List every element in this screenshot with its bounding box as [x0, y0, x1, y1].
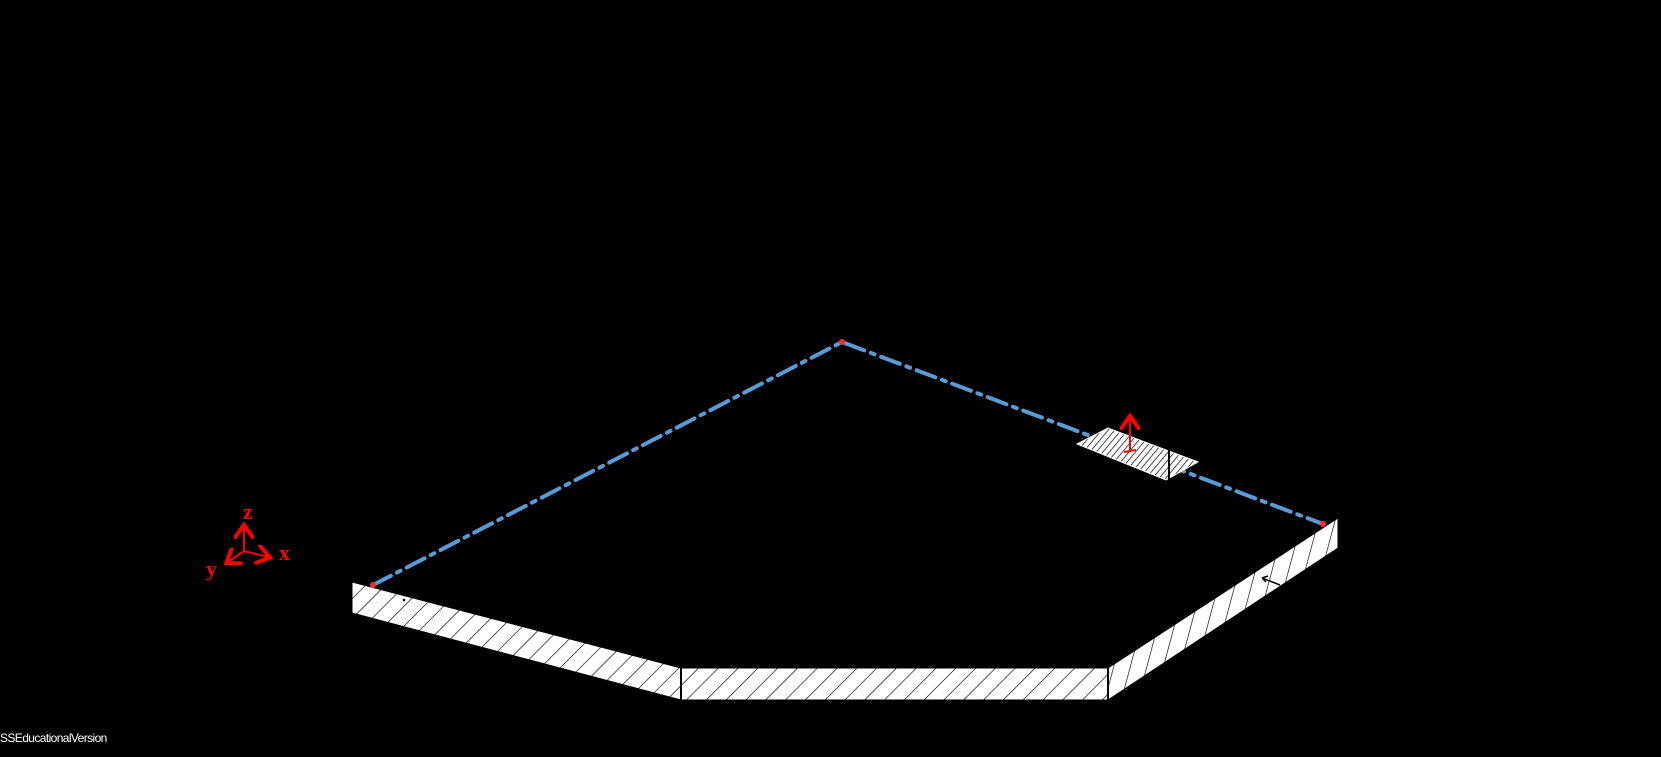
vertex-markers	[370, 339, 1326, 588]
axis-triad	[228, 527, 268, 562]
section-cuts	[351, 517, 1339, 701]
left-section	[351, 581, 682, 701]
y-axis-icon	[228, 551, 245, 562]
right-section	[1107, 517, 1339, 701]
watermark: SSEducationalVersion	[0, 731, 107, 745]
direction-arrow-icon	[1261, 575, 1281, 586]
z-axis-label: z	[243, 499, 253, 524]
plate	[1075, 418, 1200, 481]
section-point	[402, 598, 406, 602]
x-axis-icon	[243, 551, 268, 557]
front-section	[680, 667, 1109, 701]
vertex-marker-apex	[839, 339, 845, 345]
vertex-marker-left	[370, 582, 376, 588]
y-axis-label: y	[206, 556, 217, 581]
vertex-marker-right	[1320, 521, 1326, 527]
plate-face	[1075, 427, 1200, 481]
plate-normal-base	[1123, 449, 1137, 453]
x-axis-label: x	[279, 540, 290, 565]
